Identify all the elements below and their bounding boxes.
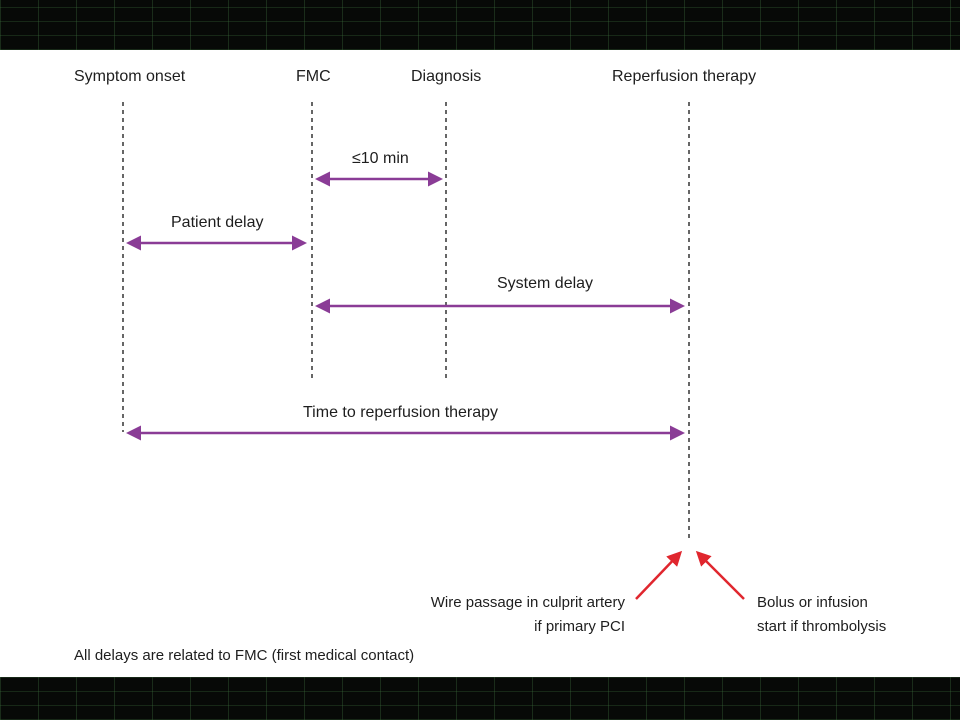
note-lysis-line1: Bolus or infusion bbox=[757, 594, 868, 611]
note-lysis-line2: start if thrombolysis bbox=[757, 618, 886, 635]
red-arrow-thrombolysis bbox=[695, 550, 745, 600]
top-decorative-band bbox=[0, 0, 960, 50]
bottom-decorative-band bbox=[0, 677, 960, 720]
label-ten-min: ≤10 min bbox=[352, 150, 409, 167]
label-reperfusion-therapy: Reperfusion therapy bbox=[612, 68, 756, 85]
note-pci-line1: Wire passage in culprit artery bbox=[431, 594, 626, 611]
label-patient-delay: Patient delay bbox=[171, 214, 264, 231]
label-fmc: FMC bbox=[296, 68, 331, 85]
timeline-diagram: Symptom onset FMC Diagnosis Reperfusion … bbox=[74, 68, 886, 664]
label-time-to-reperfusion: Time to reperfusion therapy bbox=[303, 404, 498, 421]
diagram-slide: Symptom onset FMC Diagnosis Reperfusion … bbox=[0, 50, 960, 677]
red-arrow-primary-pci bbox=[635, 550, 683, 600]
label-symptom-onset: Symptom onset bbox=[74, 68, 186, 85]
footnote: All delays are related to FMC (first med… bbox=[74, 647, 414, 664]
label-diagnosis: Diagnosis bbox=[411, 68, 481, 85]
note-pci-line2: if primary PCI bbox=[534, 618, 625, 635]
label-system-delay: System delay bbox=[497, 275, 593, 292]
